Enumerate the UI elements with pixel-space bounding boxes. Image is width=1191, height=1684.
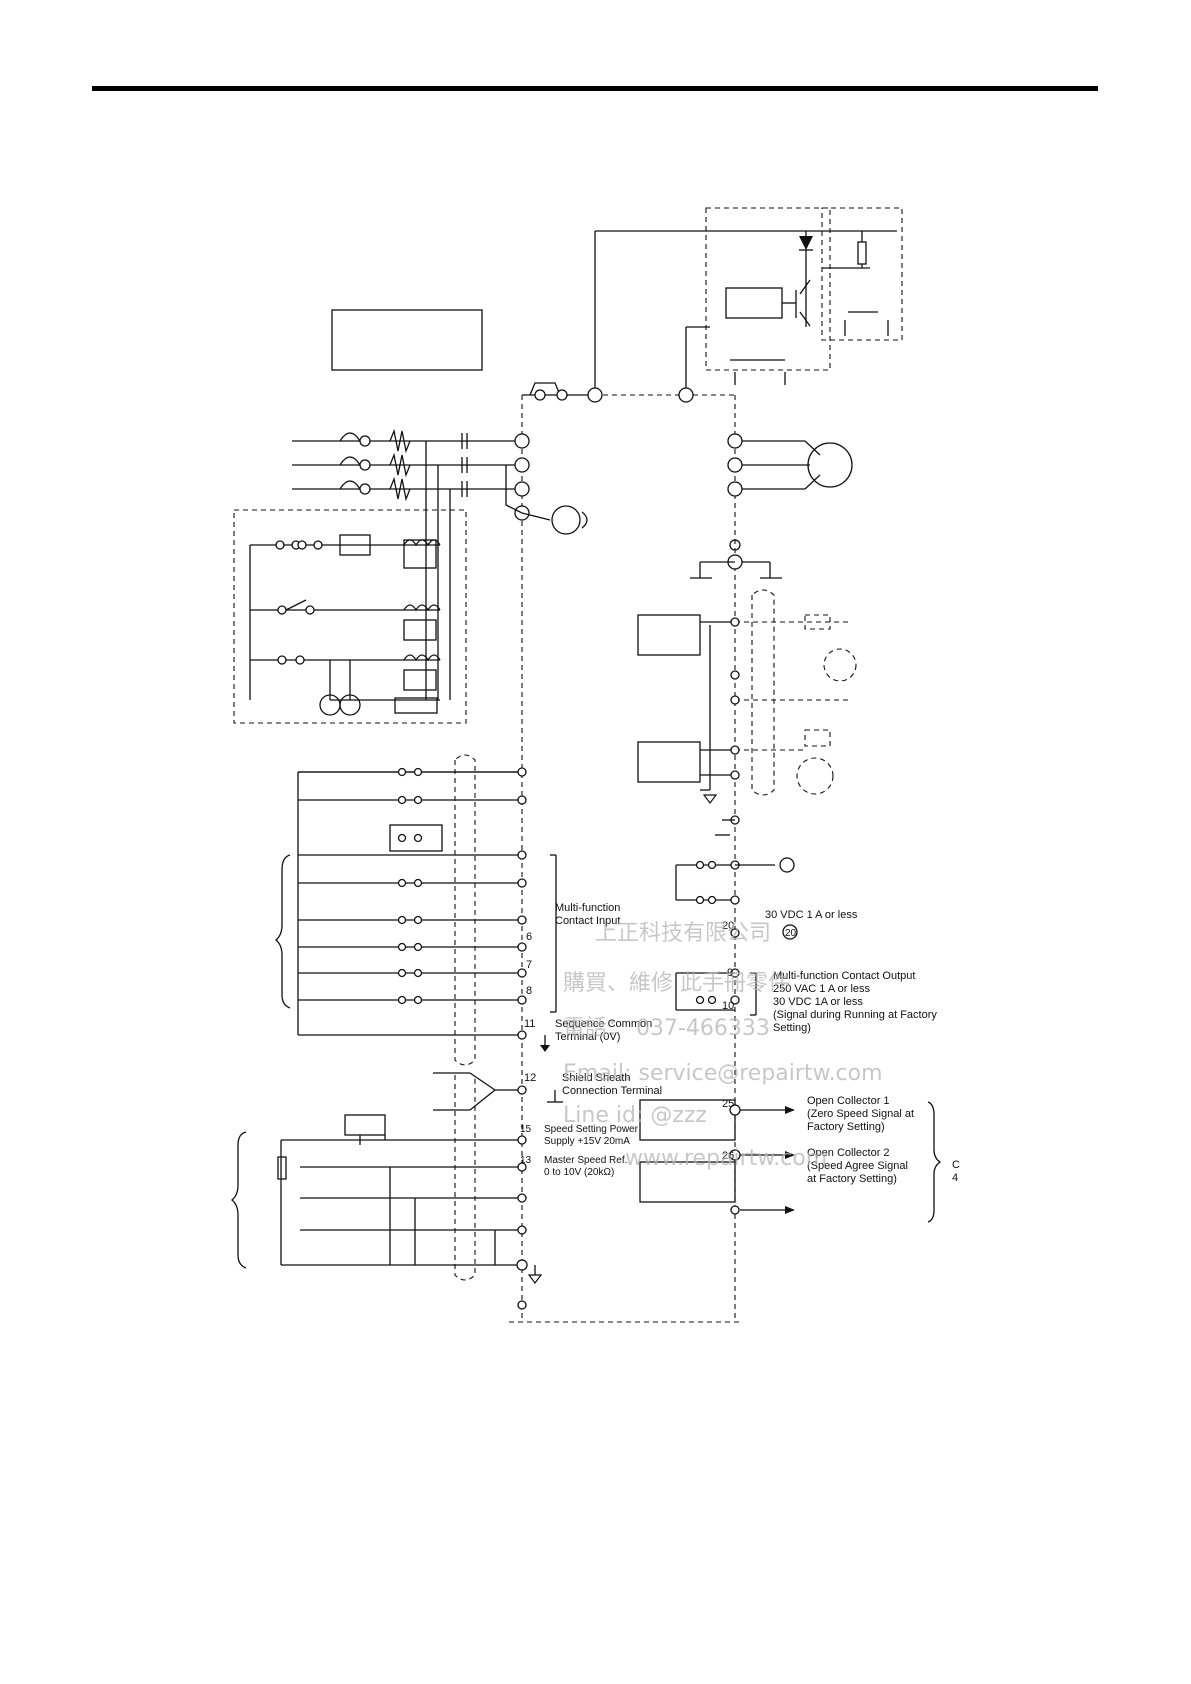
sequence-control-box — [233, 509, 467, 724]
label-oc1-3: Factory Setting) — [807, 1121, 885, 1133]
terminal-20-circle — [782, 924, 798, 940]
label-oc1-1: Open Collector 1 — [807, 1095, 890, 1107]
label-seq-common-1: Sequence Common — [555, 1018, 652, 1030]
output-contacts — [675, 857, 795, 1016]
watermark: 上正科技有限公司 購買、維修 此手冊零件 電話： 037-466333 Emai… — [563, 921, 883, 1171]
label-speed-power-2: Supply +15V 20mA — [544, 1136, 630, 1147]
label-contact-out-1: Multi-function Contact Output — [773, 970, 915, 982]
watermark-line-4: Email: service@repairtw.com — [563, 1061, 883, 1086]
label-contact-out-2: 250 VAC 1 A or less — [773, 983, 871, 995]
label-oc2-3: at Factory Setting) — [807, 1173, 897, 1185]
terminal-26: 26 — [722, 1150, 734, 1162]
label-multi-input-1: Multi-function — [555, 902, 620, 914]
terminal-12: 12 — [524, 1072, 536, 1084]
terminal-25: 25 — [722, 1098, 734, 1110]
terminal-13: 13 — [520, 1155, 532, 1166]
sequence-common-symbol — [540, 1035, 550, 1052]
label-seq-common-2: Terminal (0V) — [555, 1031, 620, 1043]
pg-section — [637, 589, 857, 836]
watermark-line-5: Line id: @zzz — [563, 1103, 707, 1128]
open-collector-outputs — [639, 1099, 942, 1223]
label-shield-1: Shield Sheath — [562, 1072, 631, 1084]
inverter-outline — [509, 394, 740, 1323]
label-contact-out-3: 30 VDC 1A or less — [773, 996, 863, 1008]
label-master-ref-1: Master Speed Ref. — [544, 1155, 627, 1166]
watermark-line-3: 電話： 037-466333 — [563, 1016, 770, 1041]
breaker-terminals — [522, 382, 694, 403]
terminal-15: 15 — [520, 1124, 532, 1135]
terminal-20: 20 — [722, 920, 734, 932]
motor-output — [690, 433, 853, 579]
terminal-7: 7 — [526, 959, 532, 971]
terminal-6: 6 — [526, 931, 532, 943]
label-30vdc: 30 VDC 1 A or less — [765, 909, 858, 921]
watermark-line-1: 上正科技有限公司 — [595, 921, 771, 946]
header-rule — [92, 86, 1098, 91]
label-speed-power-1: Speed Setting Power — [544, 1124, 639, 1135]
terminal-10: 10 — [722, 1000, 734, 1012]
watermark-line-2: 購買、維修 此手冊零件 — [563, 971, 790, 996]
label-oc2-2: (Speed Agree Signal — [807, 1160, 908, 1172]
terminal-9: 9 — [727, 967, 733, 979]
label-master-ref-2: 0 to 10V (20kΩ) — [544, 1167, 614, 1178]
analog-input-wiring — [230, 1072, 563, 1310]
label-brace-4: 4 — [952, 1172, 958, 1184]
label-contact-out-4: (Signal during Running at Factory — [773, 1009, 937, 1021]
braking-unit — [594, 207, 903, 395]
label-multi-input-2: Contact Input — [555, 915, 620, 927]
label-contact-out-5: Setting) — [773, 1022, 811, 1034]
watermark-line-6: www.repairtw.com — [625, 1146, 827, 1171]
label-brace-c: C — [952, 1159, 960, 1171]
terminal-20-circle-label: 20 — [785, 928, 797, 939]
label-oc1-2: (Zero Speed Signal at — [807, 1108, 914, 1120]
terminal-8: 8 — [526, 985, 532, 997]
contact-input-wiring — [274, 754, 557, 1281]
label-oc2-1: Open Collector 2 — [807, 1147, 890, 1159]
title-box — [331, 309, 483, 371]
label-shield-2: Connection Terminal — [562, 1085, 662, 1097]
terminal-11: 11 — [524, 1018, 535, 1030]
